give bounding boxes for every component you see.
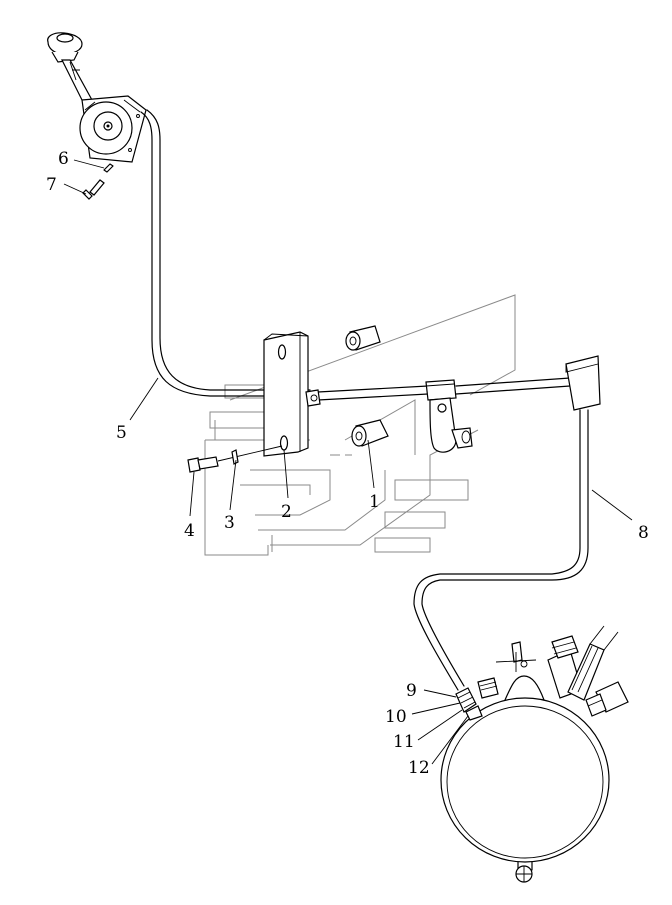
callout-8: 8 bbox=[638, 523, 649, 543]
callout-10: 10 bbox=[385, 707, 407, 727]
tank-top-fittings bbox=[477, 625, 629, 717]
bolt-part-4 bbox=[187, 445, 283, 473]
callout-5: 5 bbox=[116, 423, 127, 443]
air-tank bbox=[440, 697, 610, 883]
washer-part-6 bbox=[103, 163, 114, 173]
callout-9: 9 bbox=[406, 681, 417, 701]
pipe-clamp bbox=[425, 379, 473, 453]
spacer-tube-part-1 bbox=[351, 419, 389, 447]
leader-lines bbox=[63, 159, 633, 765]
callout-12: 12 bbox=[408, 758, 430, 778]
bracket-part-2 bbox=[263, 331, 321, 457]
tank-fitting-left bbox=[455, 687, 483, 721]
callout-3: 3 bbox=[224, 513, 235, 533]
pipe-part-5 bbox=[140, 109, 311, 397]
callout-1: 1 bbox=[369, 492, 380, 512]
callout-4: 4 bbox=[184, 521, 195, 541]
hand-valve-assembly bbox=[47, 32, 147, 163]
crossing-pipe bbox=[317, 377, 571, 401]
washer-part-3 bbox=[231, 449, 239, 465]
pipe-fitting-right bbox=[565, 355, 601, 411]
bolt-part-7 bbox=[82, 179, 105, 200]
callout-labels: 1 2 3 4 5 6 7 8 9 10 11 12 bbox=[46, 149, 649, 778]
callout-6: 6 bbox=[58, 149, 69, 169]
pipe-part-8 bbox=[413, 409, 589, 691]
callout-11: 11 bbox=[393, 732, 415, 752]
callout-2: 2 bbox=[281, 502, 292, 522]
callout-7: 7 bbox=[46, 175, 57, 195]
spacer-tube-upper bbox=[345, 325, 381, 351]
